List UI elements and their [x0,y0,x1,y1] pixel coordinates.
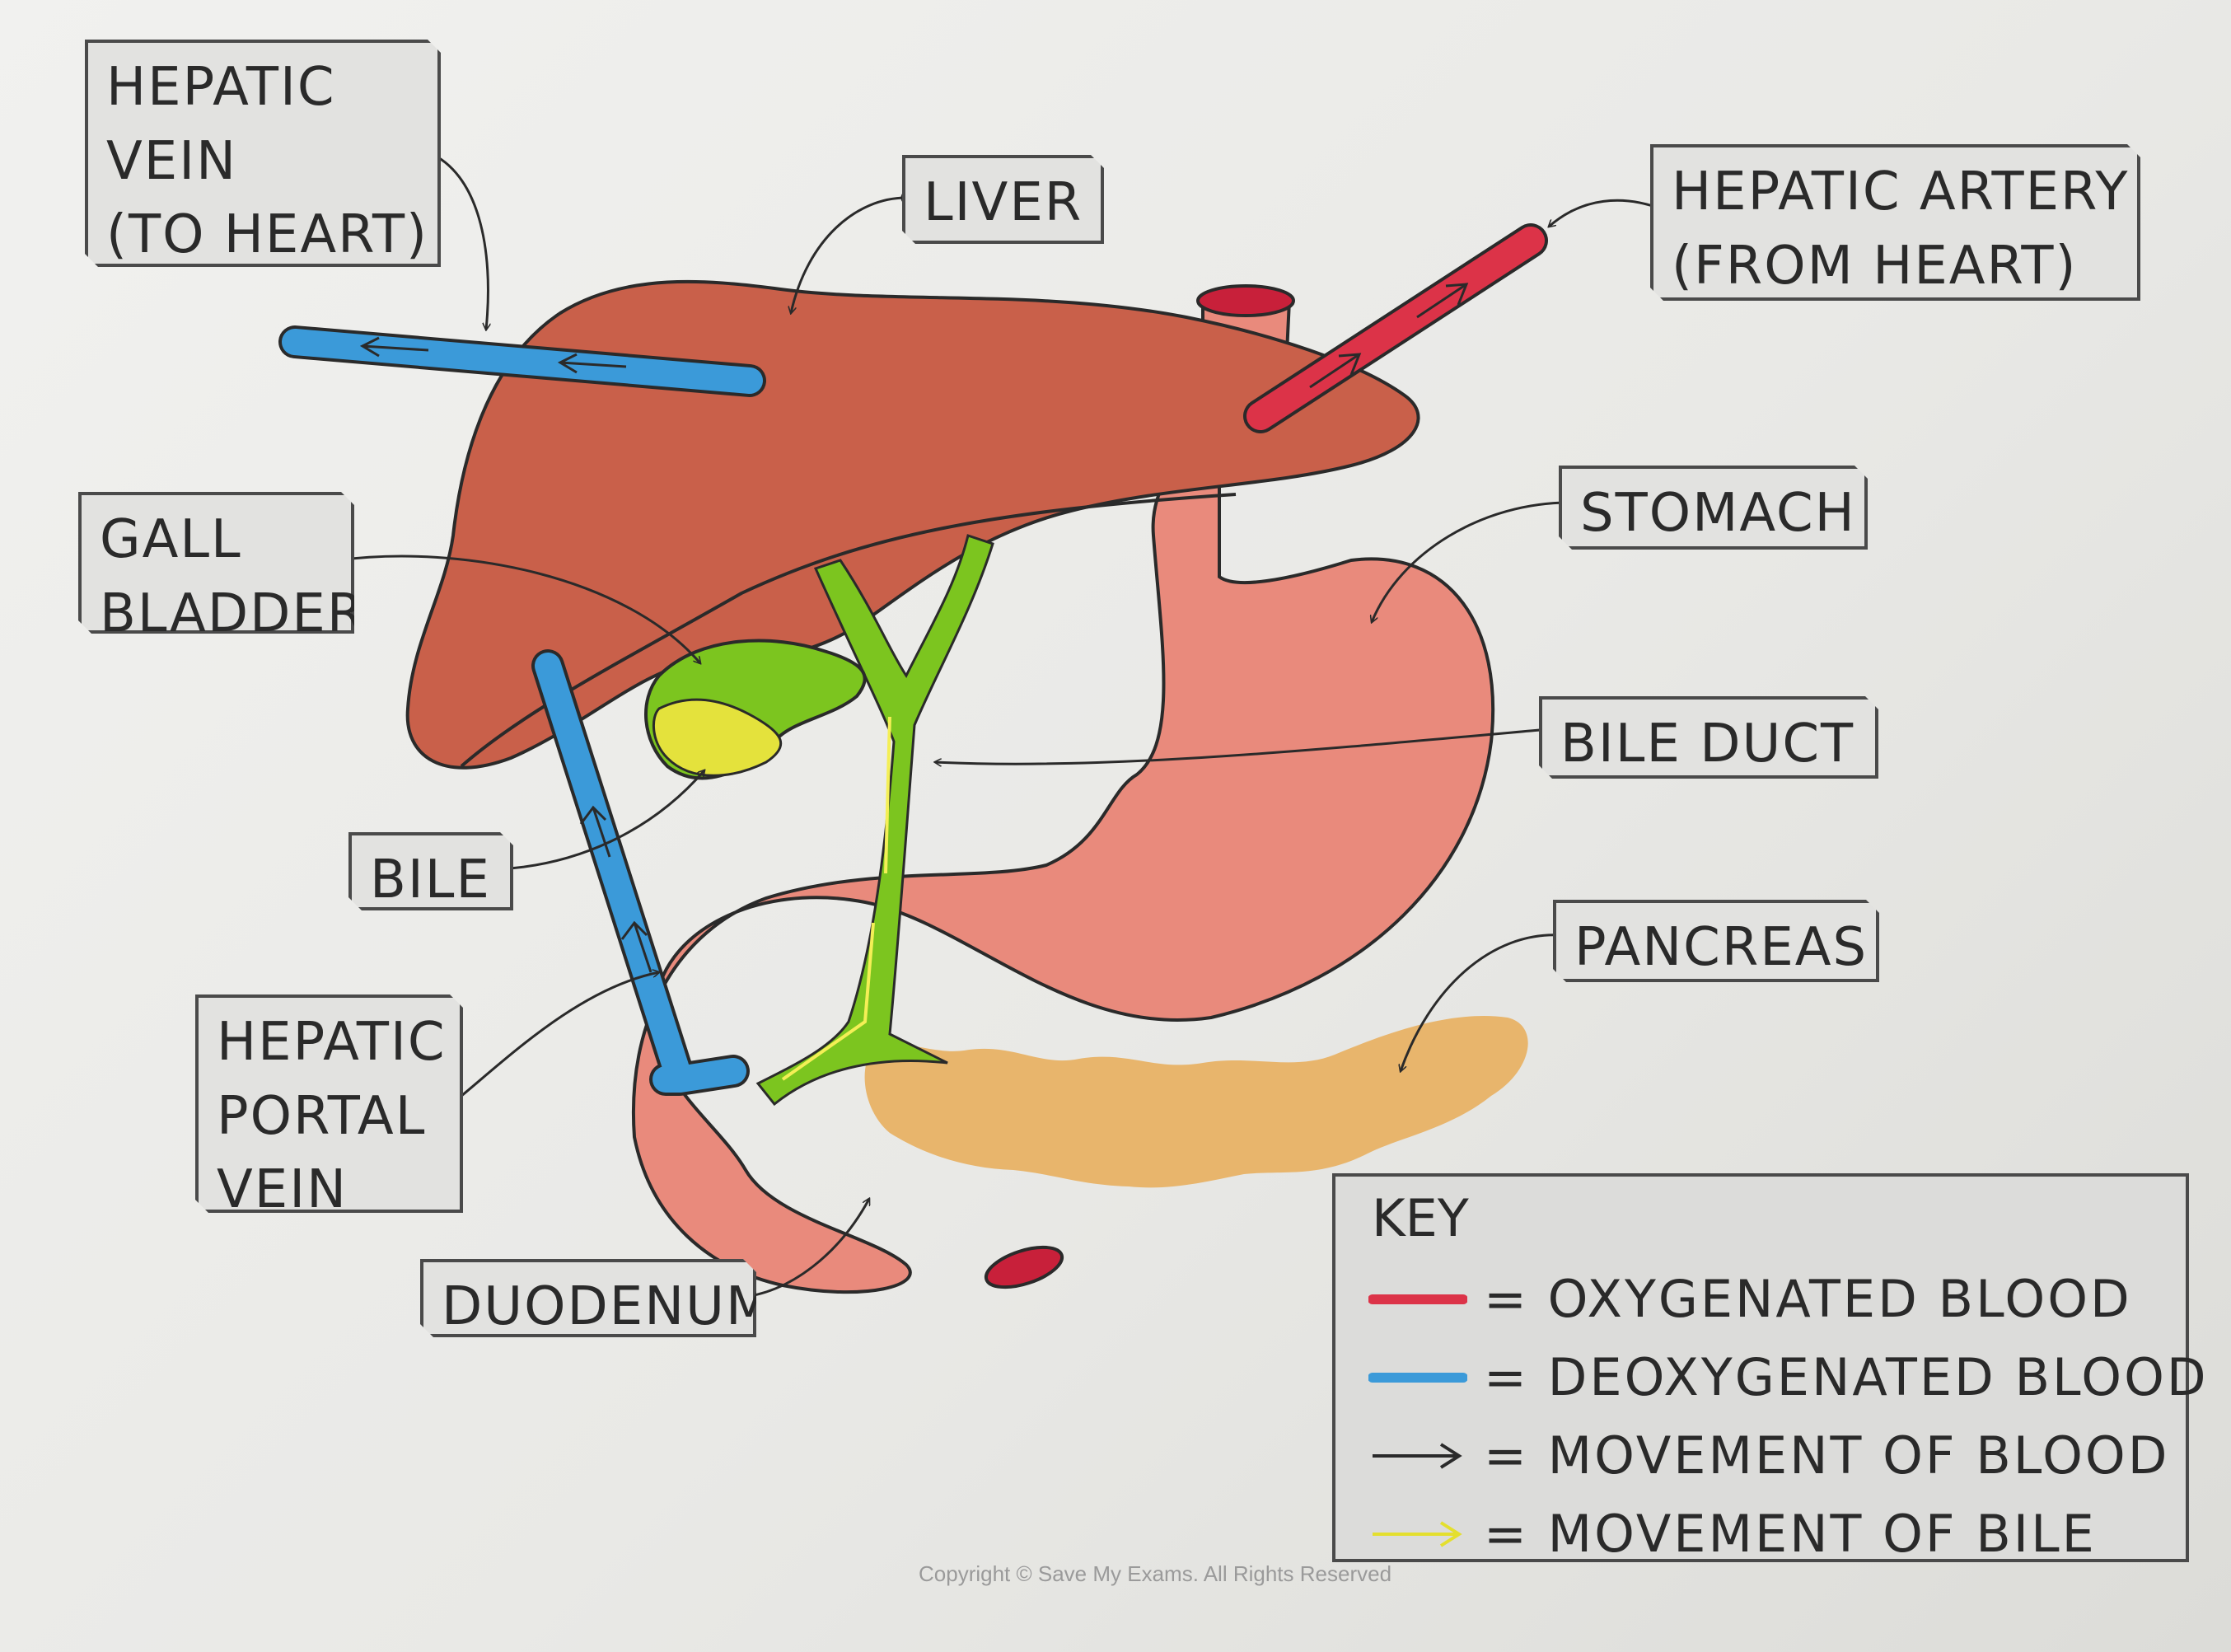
stomach [632,416,1495,1294]
label-hepatic-vein: HEPATIC VEIN (TO HEART) [85,40,441,267]
label-hepatic-portal-vein: HEPATIC PORTAL VEIN [195,994,463,1213]
bile-flow-arrow-2 [781,922,875,1081]
bile-duct [755,534,994,1107]
pointer-stomach [1372,501,1570,622]
pointer-liver [791,196,907,313]
label-bile-duct: BILE DUCT [1539,696,1878,779]
pointer-duodenum [737,1199,869,1299]
red-line-icon [1368,1283,1467,1316]
pointer-hepatic-vein [428,151,488,330]
bile [652,698,783,777]
key-item-bile-movement: = MOVEMENT OF BILE [1368,1495,2153,1573]
blue-line-icon [1368,1361,1467,1394]
pointer-hepatic-artery [1549,199,1665,227]
key-legend: KEY = OXYGENATED BLOOD = DEOXYGENATED BL… [1332,1173,2206,1564]
liver [405,279,1420,770]
label-pancreas: PANCREAS [1553,900,1879,982]
pointer-bile-duct [935,728,1550,764]
hepatic-vein-vessel [278,325,766,397]
copyright-notice: Copyright © Save My Exams. All Rights Re… [919,1561,1392,1586]
label-gall-bladder: GALL BLADDER [78,492,354,634]
oesophagus-opening [1196,284,1295,317]
pointer-bile [498,770,704,871]
pancreas [864,1016,1528,1188]
liver-fold-line [460,493,1237,768]
key-item-deoxygenated: = DEOXYGENATED BLOOD [1368,1338,2206,1416]
label-bile: BILE [348,832,513,910]
pointer-pancreas [1401,934,1562,1071]
label-duodenum: DUODENUM [420,1259,756,1337]
pointer-gall-bladder [337,555,700,663]
label-liver: LIVER [902,155,1104,244]
hepatic-portal-vein-vessel [531,649,750,1096]
key-item-oxygenated: = OXYGENATED BLOOD [1368,1260,2153,1338]
black-arrow-icon [1368,1439,1467,1472]
hepatic-artery-vessel [1243,223,1548,433]
pointer-hepatic-portal-vein [451,972,659,1106]
key-title: KEY [1372,1188,1469,1248]
label-hepatic-artery: HEPATIC ARTERY (FROM HEART) [1650,144,2140,301]
key-item-blood-movement: = MOVEMENT OF BLOOD [1368,1416,2167,1495]
duodenum-opening [984,1245,1064,1289]
label-stomach: STOMACH [1559,466,1868,550]
bile-flow-arrow [884,716,891,874]
yellow-arrow-icon [1368,1518,1467,1551]
